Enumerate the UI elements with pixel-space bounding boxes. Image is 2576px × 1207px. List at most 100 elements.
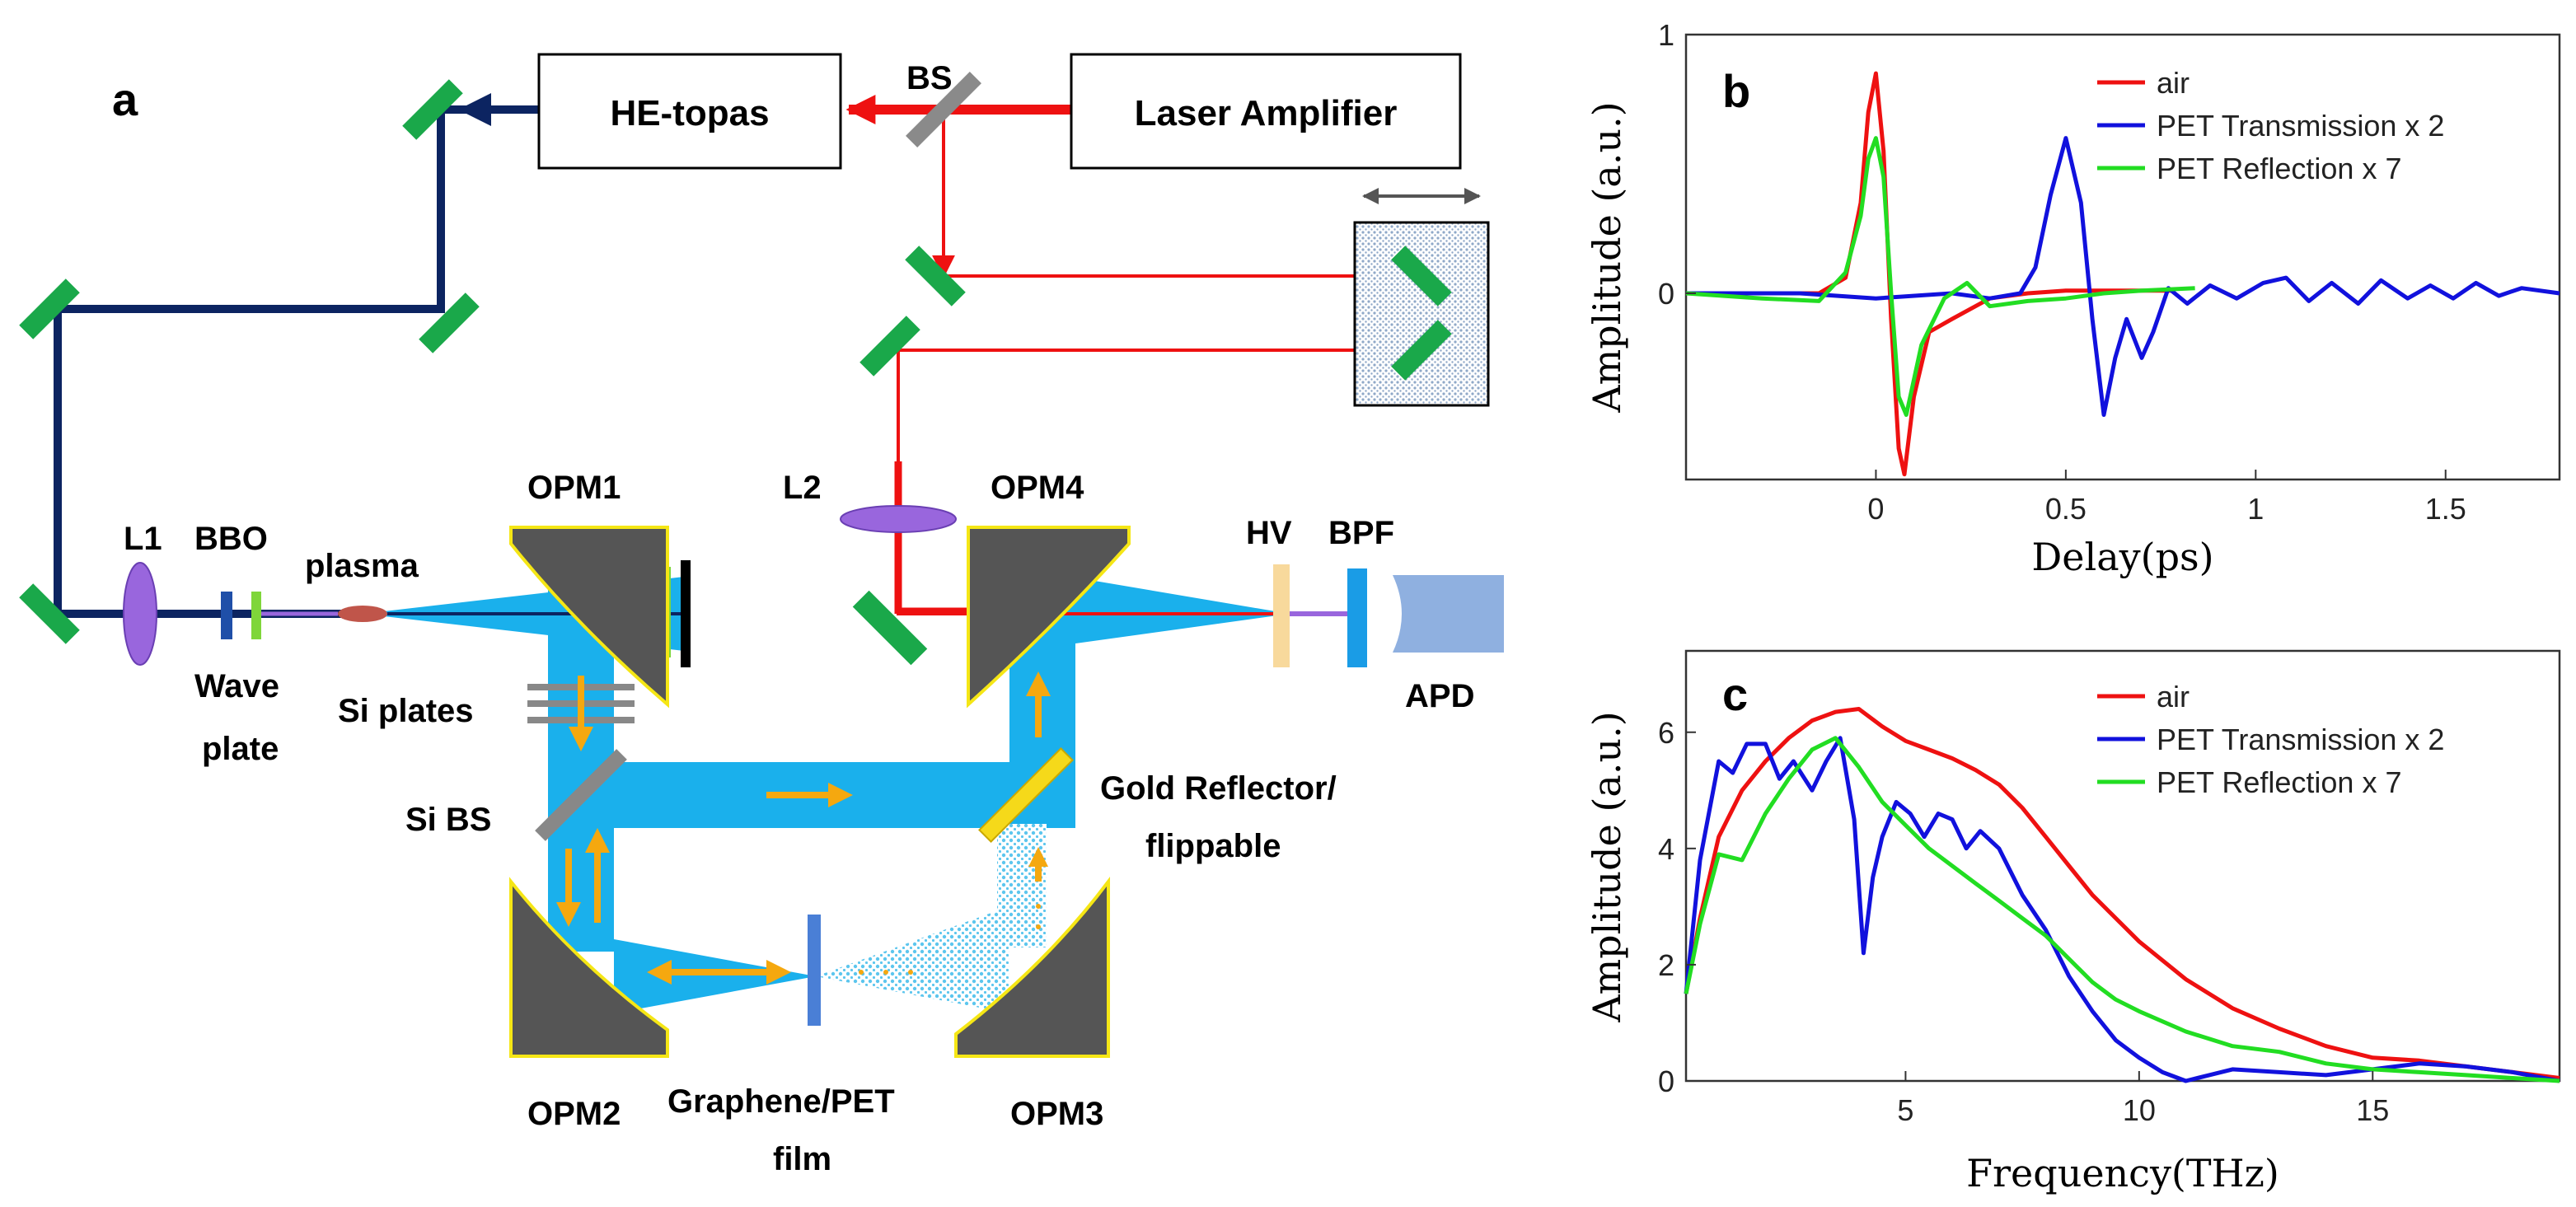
- label-wave-plate-2: plate: [202, 731, 279, 767]
- legend-label: air: [2157, 680, 2190, 713]
- direction-arrows: [556, 671, 1051, 985]
- delay-stage: [1353, 188, 1490, 407]
- chart-b-ylabel: Amplitude (a.u.): [1585, 101, 1629, 413]
- legend-label: PET Transmission x 2: [2157, 109, 2444, 143]
- series-line-pet-reflection-x-7: [1684, 736, 2560, 1083]
- setup-panel: a HE-topas: [19, 53, 1504, 1177]
- chart-b-plot: [1685, 71, 2560, 477]
- opm3: [954, 877, 1110, 1058]
- label-film-1: Graphene/PET: [667, 1083, 895, 1120]
- x-tick-label: 0: [1867, 492, 1884, 526]
- apd-detector: [1393, 575, 1504, 653]
- mirror-3: [19, 278, 80, 339]
- label-bbo: BBO: [194, 521, 268, 557]
- label-opm2: OPM2: [527, 1096, 621, 1132]
- label-apd: APD: [1405, 678, 1474, 714]
- label-gold-2: flippable: [1145, 828, 1281, 864]
- chart-b-axes-frame: [1684, 33, 2561, 481]
- label-bs: BS: [906, 60, 953, 96]
- chart-b-xlabel: Delay(ps): [2031, 535, 2213, 579]
- opm1: [509, 526, 669, 709]
- label-l2: L2: [783, 470, 822, 506]
- legend-label: PET Reflection x 7: [2157, 765, 2401, 799]
- label-opm1: OPM1: [527, 470, 621, 506]
- series-line-pet-reflection-x-7: [1685, 136, 2195, 417]
- laser-amplifier-label: Laser Amplifier: [1135, 93, 1398, 133]
- opm2: [509, 877, 669, 1058]
- bbo-crystal: [221, 592, 232, 639]
- label-opm4: OPM4: [991, 470, 1084, 506]
- plasma: [338, 606, 387, 622]
- y-tick-label: 2: [1658, 948, 1674, 982]
- pump-beam-path: [54, 93, 539, 618]
- mirror-8: [1391, 320, 1452, 381]
- series-line-air: [1684, 707, 2560, 1080]
- chart-c-panel-label: c: [1722, 668, 1748, 720]
- mirror-6: [859, 316, 920, 377]
- label-si-plates: Si plates: [338, 693, 474, 729]
- chart-c-ylabel: Amplitude (a.u.): [1585, 711, 1629, 1022]
- mirror-1: [402, 79, 463, 140]
- y-tick-label: 1: [1658, 18, 1674, 52]
- label-si-bs: Si BS: [405, 802, 491, 838]
- mirror-2: [419, 292, 480, 353]
- thz-beam-dotted-return: [816, 906, 1009, 1013]
- mirrors-green: [19, 79, 1452, 666]
- mirror-9: [852, 590, 928, 666]
- chart-c-ticks: 5 10 15 0 2 4 6: [1658, 716, 2389, 1127]
- opm4: [967, 526, 1131, 709]
- bpf-filter: [1347, 568, 1367, 667]
- wave-plate: [251, 592, 261, 639]
- x-tick-label: 5: [1897, 1093, 1913, 1127]
- lens-l2: [840, 505, 957, 533]
- si-beam-splitter: [535, 749, 627, 841]
- label-wave-plate-1: Wave: [194, 668, 279, 704]
- panel-label-a: a: [112, 73, 138, 125]
- series-line-air: [1686, 71, 2172, 477]
- series-line-pet-transmission-x-2: [1684, 736, 2560, 1083]
- mirror-7: [1391, 246, 1452, 306]
- label-gold-1: Gold Reflector/: [1100, 770, 1337, 807]
- beam-splitter: [906, 72, 981, 147]
- hetopas-label: HE-topas: [610, 93, 769, 133]
- lens-l1: [123, 562, 157, 666]
- label-hv: HV: [1246, 515, 1292, 551]
- legend-label: PET Transmission x 2: [2157, 723, 2444, 756]
- chart-c-axes-frame: [1684, 649, 2561, 1083]
- hv-element: [1273, 564, 1290, 667]
- chart-c-xlabel: Frequency(THz): [1966, 1151, 2279, 1195]
- label-film-2: film: [773, 1141, 831, 1177]
- legend-label: air: [2157, 66, 2190, 100]
- x-tick-label: 1.5: [2425, 492, 2466, 526]
- chart-c-plot: [1684, 707, 2560, 1083]
- laser-amplifier-box: Laser Amplifier: [1070, 53, 1462, 170]
- chart-c: 5 10 15 0 2 4 6 c Frequency(THz) Amplitude (a.…: [1585, 649, 2561, 1195]
- x-tick-label: 0.5: [2045, 492, 2087, 526]
- y-tick-label: 0: [1658, 1064, 1674, 1098]
- hetopas-box: HE-topas: [537, 53, 842, 170]
- y-tick-label: 4: [1658, 832, 1674, 866]
- label-plasma: plasma: [305, 548, 419, 584]
- x-tick-label: 15: [2356, 1093, 2389, 1127]
- y-tick-label: 6: [1658, 716, 1674, 750]
- y-tick-label: 0: [1658, 277, 1674, 311]
- mirror-5: [905, 246, 966, 306]
- chart-b-ticks: 0 0.5 1 1.5 0 1: [1658, 18, 2466, 526]
- label-l1: L1: [124, 521, 162, 557]
- legend-label: PET Reflection x 7: [2157, 152, 2401, 185]
- label-opm3: OPM3: [1010, 1096, 1103, 1132]
- x-tick-label: 1: [2247, 492, 2264, 526]
- graphene-film: [808, 915, 821, 1026]
- series-line-pet-transmission-x-2: [1686, 136, 2560, 417]
- chart-b-panel-label: b: [1722, 65, 1750, 117]
- mirror-4: [19, 583, 80, 644]
- label-bpf: BPF: [1328, 515, 1394, 551]
- opm-mirrors: [509, 526, 1131, 1058]
- x-tick-label: 10: [2123, 1093, 2156, 1127]
- gold-reflector: [978, 747, 1074, 843]
- beam-block: [681, 560, 691, 667]
